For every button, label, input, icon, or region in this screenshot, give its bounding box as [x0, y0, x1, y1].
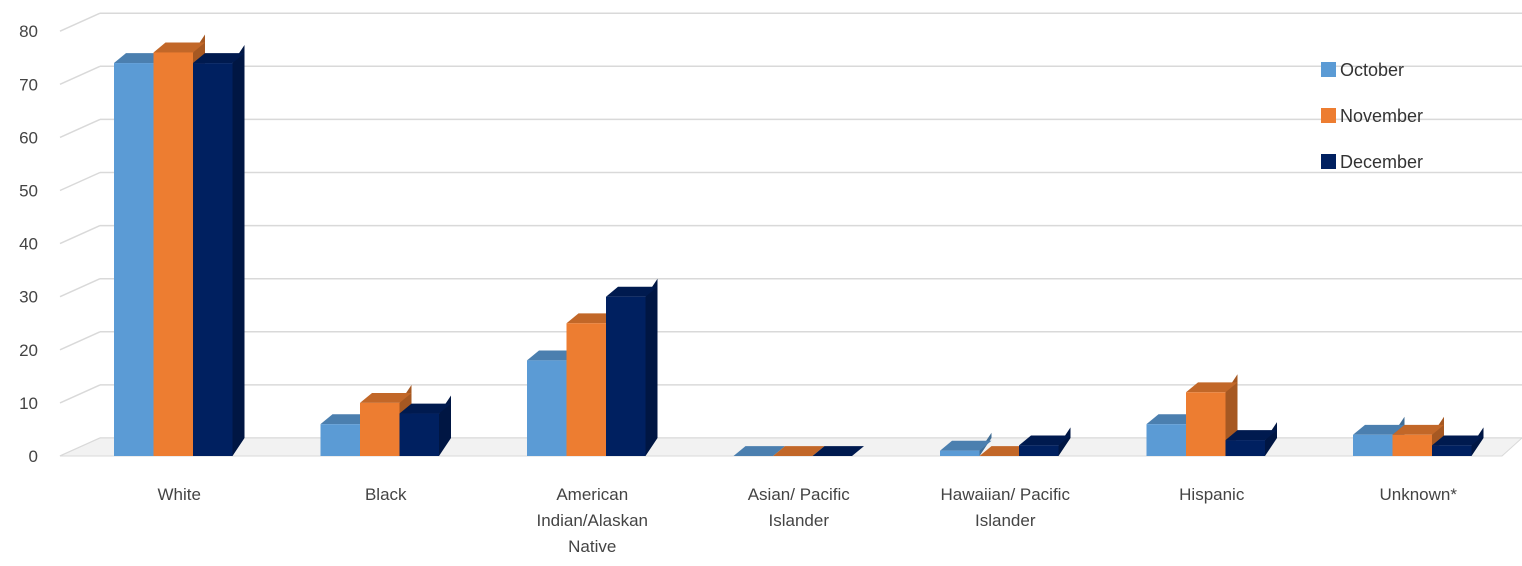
gridlines	[59, 12, 1522, 457]
y-tick-label: 70	[19, 75, 38, 94]
gridline-depth	[59, 118, 101, 139]
y-tick-label: 50	[19, 182, 38, 201]
bars	[114, 34, 1484, 457]
y-tick-label: 30	[19, 288, 38, 307]
bar-december	[606, 278, 658, 456]
gridline-depth	[59, 224, 101, 245]
gridline-depth	[59, 278, 101, 298]
y-tick-label: 60	[19, 128, 38, 147]
legend-swatch	[1321, 154, 1336, 169]
y-axis-ticks: 0 10 20 30 40 50 60 70 80	[19, 22, 38, 466]
x-category-label-line: Black	[365, 485, 407, 504]
gridline-depth	[59, 331, 101, 351]
legend-label: November	[1340, 106, 1423, 126]
bar-december	[1432, 427, 1484, 456]
x-category-label-line: American	[556, 485, 628, 504]
y-tick-label: 80	[19, 22, 38, 41]
x-category-label-line: Islander	[975, 511, 1036, 530]
legend-label: December	[1340, 152, 1423, 172]
gridline-depth	[59, 171, 101, 192]
x-category-label: Black	[365, 485, 407, 504]
bar-october	[733, 438, 785, 456]
gridline-depth	[59, 12, 101, 32]
bar-december	[193, 45, 245, 457]
legend-label: October	[1340, 60, 1404, 80]
gridline-depth	[59, 65, 101, 85]
x-category-label-line: Native	[568, 537, 616, 556]
bar-november	[773, 438, 825, 456]
x-category-label-line: White	[158, 485, 201, 504]
x-category-label-line: Hawaiian/ Pacific	[941, 485, 1071, 504]
gridline-depth	[59, 384, 101, 404]
y-tick-label: 20	[19, 341, 38, 360]
x-category-label: White	[158, 485, 201, 504]
legend-swatch	[1321, 62, 1336, 77]
y-tick-label: 10	[19, 394, 38, 413]
bar-november	[979, 438, 1031, 456]
x-category-label-line: Hispanic	[1179, 485, 1245, 504]
x-category-label-line: Unknown*	[1380, 485, 1458, 504]
bar-october	[940, 432, 992, 456]
x-category-label-line: Asian/ Pacific	[748, 485, 851, 504]
y-tick-label: 0	[29, 447, 38, 466]
y-tick-label: 40	[19, 235, 38, 254]
x-category-label-line: Indian/Alaskan	[536, 511, 648, 530]
bar-december	[812, 438, 864, 456]
x-category-label: Unknown*	[1380, 485, 1458, 504]
legend-swatch	[1321, 108, 1336, 123]
bar-december	[1019, 427, 1071, 456]
bar-december	[399, 395, 451, 456]
x-category-label-line: Islander	[769, 511, 830, 530]
x-category-label: Hispanic	[1179, 485, 1245, 504]
bar-december	[1225, 422, 1277, 456]
